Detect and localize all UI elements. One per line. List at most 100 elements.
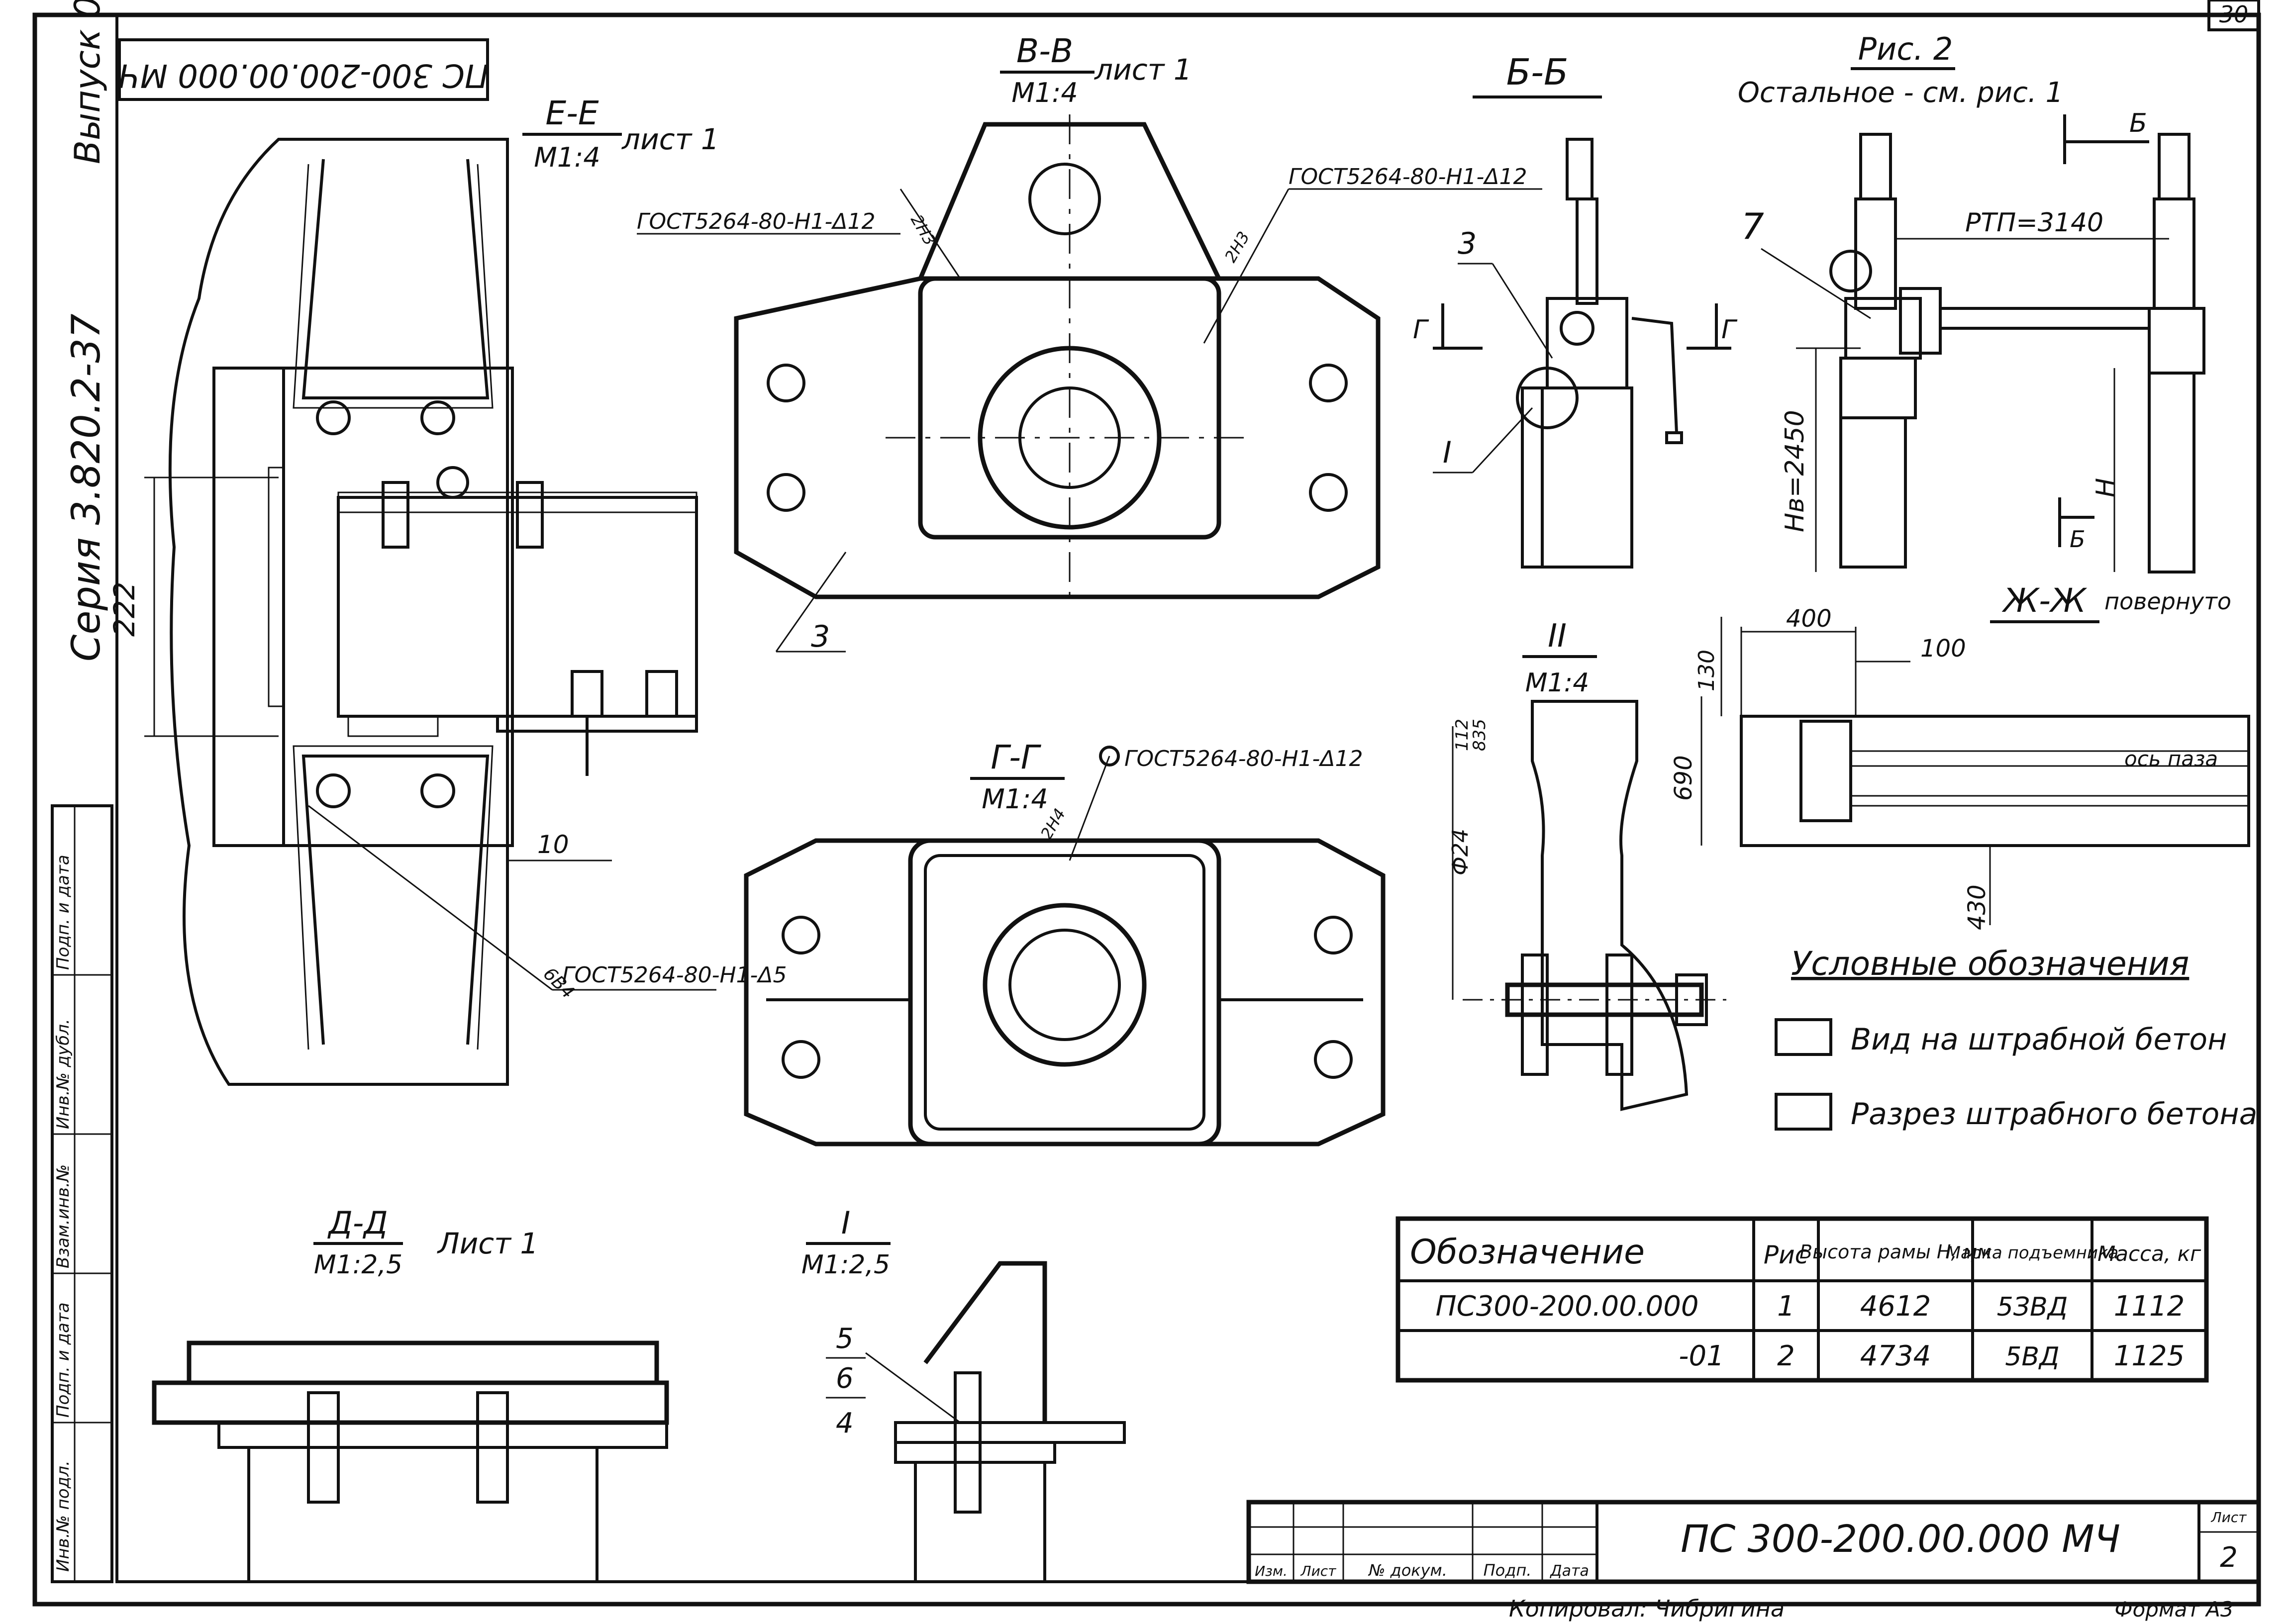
dim-222: 222 xyxy=(107,581,141,637)
series-issue: Выпуск 0 xyxy=(67,0,108,164)
dim-b: 835 xyxy=(1470,719,1490,751)
dim-100: 100 xyxy=(1920,635,1966,663)
dim-690: 690 xyxy=(1670,755,1697,801)
left-strip-table: Инв.№ подл. Подп. и дата Взам.инв.№ Инв.… xyxy=(51,804,113,1583)
view-b6: Б-Б 3 I Г Г xyxy=(1413,51,1738,569)
fig-subtitle: Остальное - см. рис. 1 xyxy=(1738,77,2063,109)
label-5: 5 xyxy=(836,1323,854,1355)
cell: -01 xyxy=(1679,1340,1724,1372)
stamp-code: ПС 300-200.00.000 МЧ xyxy=(118,57,489,94)
th-designation: Обозначение xyxy=(1410,1233,1645,1272)
view-title: Ж-Ж xyxy=(2001,581,2088,620)
sheet-frame xyxy=(32,12,2261,1607)
tb-sheet-number: 2 xyxy=(2220,1541,2238,1574)
view-scale: М1:4 xyxy=(1525,668,1590,698)
cell: 1 xyxy=(1777,1290,1795,1323)
hb-dim: Нв=2450 xyxy=(1780,410,1810,532)
tb-sheet-label: Лист xyxy=(2211,1509,2247,1526)
view-g-g: Г-Г М1:4 ГОСТ5264-80-Н1-Δ12 2Н4 xyxy=(744,738,1386,1146)
view-scale: М1:2,5 xyxy=(314,1250,402,1280)
cell: 5ВД xyxy=(2005,1342,2059,1372)
copied-by: Копировал: Чибригина xyxy=(1509,1595,1785,1622)
cell: 5ЗВД xyxy=(1997,1292,2068,1322)
view-title: Г-Г xyxy=(991,738,1042,776)
tb-col: Дата xyxy=(1549,1562,1589,1580)
tb-code: ПС 300-200.00.000 МЧ xyxy=(1681,1517,2120,1561)
g-mark-right: Г xyxy=(1721,315,1738,345)
label-6: 6 xyxy=(836,1362,854,1395)
cell: ПС300-200.00.000 xyxy=(1436,1290,1699,1323)
callout-I: I xyxy=(1443,435,1452,470)
page-number-box: 30 xyxy=(2207,0,2260,31)
page-number: 30 xyxy=(2219,1,2249,28)
dim-a: 112 xyxy=(1452,719,1472,751)
view-e-e: Е-Е М1:4 лист 1 222 xyxy=(107,94,787,1086)
th-height: Высота рамы Н, мм xyxy=(1799,1241,1992,1263)
legend-swatch-section xyxy=(1775,1093,1832,1131)
cell: 1112 xyxy=(2114,1290,2185,1323)
fig-title: Рис. 2 xyxy=(1858,31,1953,67)
cell: 1125 xyxy=(2114,1340,2185,1372)
view-b-b: В-В М1:4 лист 1 ГОСТ5264-80-Н1-Δ12 2Н3 Г… xyxy=(637,32,1542,654)
dim-130: 130 xyxy=(1694,650,1719,691)
tb-col: Подп. xyxy=(1484,1561,1532,1580)
view-title: В-В xyxy=(1016,32,1073,70)
view-i: I М1:2,5 5 6 4 xyxy=(801,1205,1126,1582)
legend-item: Разрез штрабного бетона xyxy=(1851,1097,2257,1132)
cell: 4734 xyxy=(1860,1340,1931,1372)
view-sheet: лист 1 xyxy=(1094,53,1192,87)
fig-2: Рис. 2 Остальное - см. рис. 1 Б 7 РТП=31… xyxy=(1738,31,2205,573)
legend-item: Вид на штрабной бетон xyxy=(1851,1022,2227,1057)
dim-430: 430 xyxy=(1963,884,1991,930)
view-sheet: лист 1 xyxy=(621,122,719,156)
strip-cell: Инв.№ дубл. xyxy=(53,1019,73,1129)
view-zh-zh: Ж-Ж повернуто 400 100 130 690 430 ось па… xyxy=(1670,581,2250,930)
tb-col: Изм. xyxy=(1255,1563,1288,1579)
th-lift: Марка подъемника xyxy=(1946,1243,2119,1263)
strip-cell: Взам.инв.№ xyxy=(53,1164,73,1268)
title-block: Изм. Лист № докум. Подп. Дата ПС 300-200… xyxy=(1246,1500,2261,1584)
dim-400: 400 xyxy=(1786,605,1832,633)
view-scale: М1:4 xyxy=(982,783,1048,815)
dim-hole: Ф24 xyxy=(1448,829,1473,875)
g-mark-left: Г xyxy=(1413,315,1429,345)
view-title: Д-Д xyxy=(327,1205,388,1241)
b-mark-bottom: Б xyxy=(2070,526,2086,553)
view-scale: М1:4 xyxy=(534,142,600,173)
callout-3: 3 xyxy=(1458,226,1477,261)
legend: Условные обозначения Вид на штрабной бет… xyxy=(1775,945,2257,1132)
cell: 4612 xyxy=(1860,1290,1931,1323)
tb-col: Лист xyxy=(1300,1563,1337,1579)
view-title: II xyxy=(1548,618,1567,655)
cell: 2 xyxy=(1777,1340,1795,1372)
strip-cell: Инв.№ подл. xyxy=(53,1460,73,1572)
view-scale: М1:2,5 xyxy=(801,1250,890,1280)
dim-10: 10 xyxy=(537,830,569,859)
series-label: Выпуск 0 Серия 3.820.2-37 xyxy=(64,0,109,662)
axis-label: ось паза xyxy=(2124,747,2218,771)
format-label: Формат А3 xyxy=(2114,1597,2233,1622)
h-dim: Н xyxy=(2091,478,2121,497)
weld-note: ГОСТ5264-80-Н1-Δ12 xyxy=(1124,746,1363,771)
view-sheet: Лист 1 xyxy=(437,1227,538,1260)
strip-cell: Подп. и дата xyxy=(53,855,73,970)
view-title: I xyxy=(841,1205,850,1241)
weld-right-label: 2Н3 xyxy=(1221,228,1253,266)
series-number: Серия 3.820.2-37 xyxy=(64,314,109,662)
weld-left: ГОСТ5264-80-Н1-Δ12 xyxy=(637,209,876,234)
stamp-code-box: ПС 300-200.00.000 МЧ xyxy=(118,38,489,101)
th-mass: Масса, кг xyxy=(2097,1242,2201,1266)
callout-3: 3 xyxy=(811,619,830,654)
tb-col: № докум. xyxy=(1368,1561,1447,1580)
view-title: Б-Б xyxy=(1506,51,1569,93)
spec-table: Обозначение Рис Высота рамы Н, мм Марка … xyxy=(1395,1216,2209,1383)
view-d-d: Д-Д М1:2,5 Лист 1 xyxy=(152,1205,669,1582)
label-4: 4 xyxy=(836,1407,854,1439)
view-scale: М1:4 xyxy=(1011,77,1078,108)
th-fig: Рис xyxy=(1764,1241,1808,1269)
legend-swatch-view xyxy=(1775,1018,1832,1056)
weld-right: ГОСТ5264-80-Н1-Δ12 xyxy=(1289,164,1527,190)
weld-note: ГОСТ5264-80-Н1-Δ5 xyxy=(562,962,787,988)
b-mark-top: Б xyxy=(2129,108,2147,138)
